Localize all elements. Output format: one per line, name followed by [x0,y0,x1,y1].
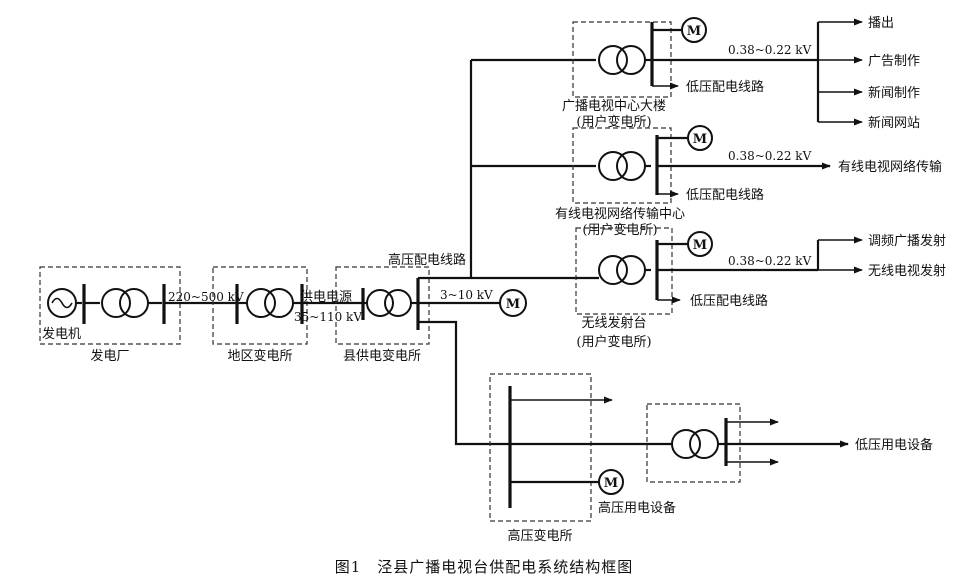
cable-box [572,127,672,204]
supply-source-label: 供电电源 [300,290,352,305]
building-voltage-label: 0.38~0.22 kV [728,43,812,57]
cable-substation-block: 有线电视网络传输中心 (用户变电所) [555,127,688,238]
wireless-lv-line-label: 低压配电线路 [690,293,768,309]
lv-equipment-label: 低压用电设备 [855,437,933,453]
power-plant-block: 发电机 发电厂 [39,266,181,364]
output-ad-production: 广告制作 [868,54,920,69]
hv-substation-block: 高压变电所 [489,373,672,544]
svg-text:M: M [506,297,520,312]
regional-substation-block: 地区变电所 [212,266,308,364]
wireless-voltage-label: 0.38~0.22 kV [728,254,812,268]
county-voltage-label: 35~110 kV [294,310,362,324]
regional-substation-label: 地区变电所 [227,348,292,364]
hv-equipment-label: 高压用电设备 [598,500,676,516]
hv-motor-icon: M [598,469,624,495]
svg-text:M: M [604,476,618,491]
cable-transformer-icon [598,151,646,181]
output-broadcast: 播出 [868,16,894,31]
svg-text:M: M [693,238,707,253]
cable-label: 有线电视网络传输中心 [555,206,685,222]
building-lv-line-label: 低压配电线路 [686,79,764,95]
building-substation-block: 广播电视中心大楼 (用户变电所) [562,21,682,130]
motor-voltage-label: 3~10 kV [440,288,493,302]
county-substation-box [335,266,430,345]
regional-substation-box [212,266,308,345]
cable-sub-label: (用户变电所) [582,222,657,238]
hv-feed-lower [418,320,510,446]
wireless-label: 无线发射台 [581,315,646,331]
wireless-motor-icon: M [687,231,713,257]
plant-transformer-icon [101,288,149,318]
county-motor-icon: M [499,289,527,317]
lv-transformer-icon [671,429,719,459]
building-sub-label: (用户变电所) [576,114,651,130]
cable-voltage-label: 0.38~0.22 kV [728,149,812,163]
building-transformer-icon [598,45,646,75]
power-plant-box [39,266,181,345]
hv-line-label: 高压配电线路 [388,252,466,268]
output-news-production: 新闻制作 [868,85,920,101]
county-substation-label: 县供电变电所 [343,348,421,364]
building-box [572,21,672,98]
power-plant-label: 发电厂 [90,348,129,364]
generator-icon [47,288,77,318]
svg-text:M: M [693,132,707,147]
output-cable-transmission: 有线电视网络传输 [838,159,942,175]
output-fm-broadcast: 调频广播发射 [868,233,946,249]
svg-text:M: M [687,24,701,39]
generator-label: 发电机 [42,326,81,342]
output-wireless-tv: 无线电视发射 [868,263,946,279]
hv-substation-box [489,373,592,522]
wireless-transformer-icon [598,255,646,285]
output-news-website: 新闻网站 [868,115,920,131]
cable-lv-line-label: 低压配电线路 [686,187,764,203]
figure-caption: 图1 泾县广播电视台供配电系统结构框图 [335,558,634,576]
hv-substation-label: 高压变电所 [507,528,572,544]
cable-motor-icon: M [687,125,713,151]
regional-transformer-icon [246,288,294,318]
building-motor-icon: M [681,17,707,43]
regional-voltage-label: 220~500 kV [168,290,244,304]
building-label: 广播电视中心大楼 [562,99,666,114]
wireless-sub-label: (用户变电所) [576,334,651,350]
wireless-substation-block: 无线发射台 (用户变电所) [575,227,688,350]
county-transformer-icon [366,289,412,317]
lv-transformer-block [646,403,779,483]
